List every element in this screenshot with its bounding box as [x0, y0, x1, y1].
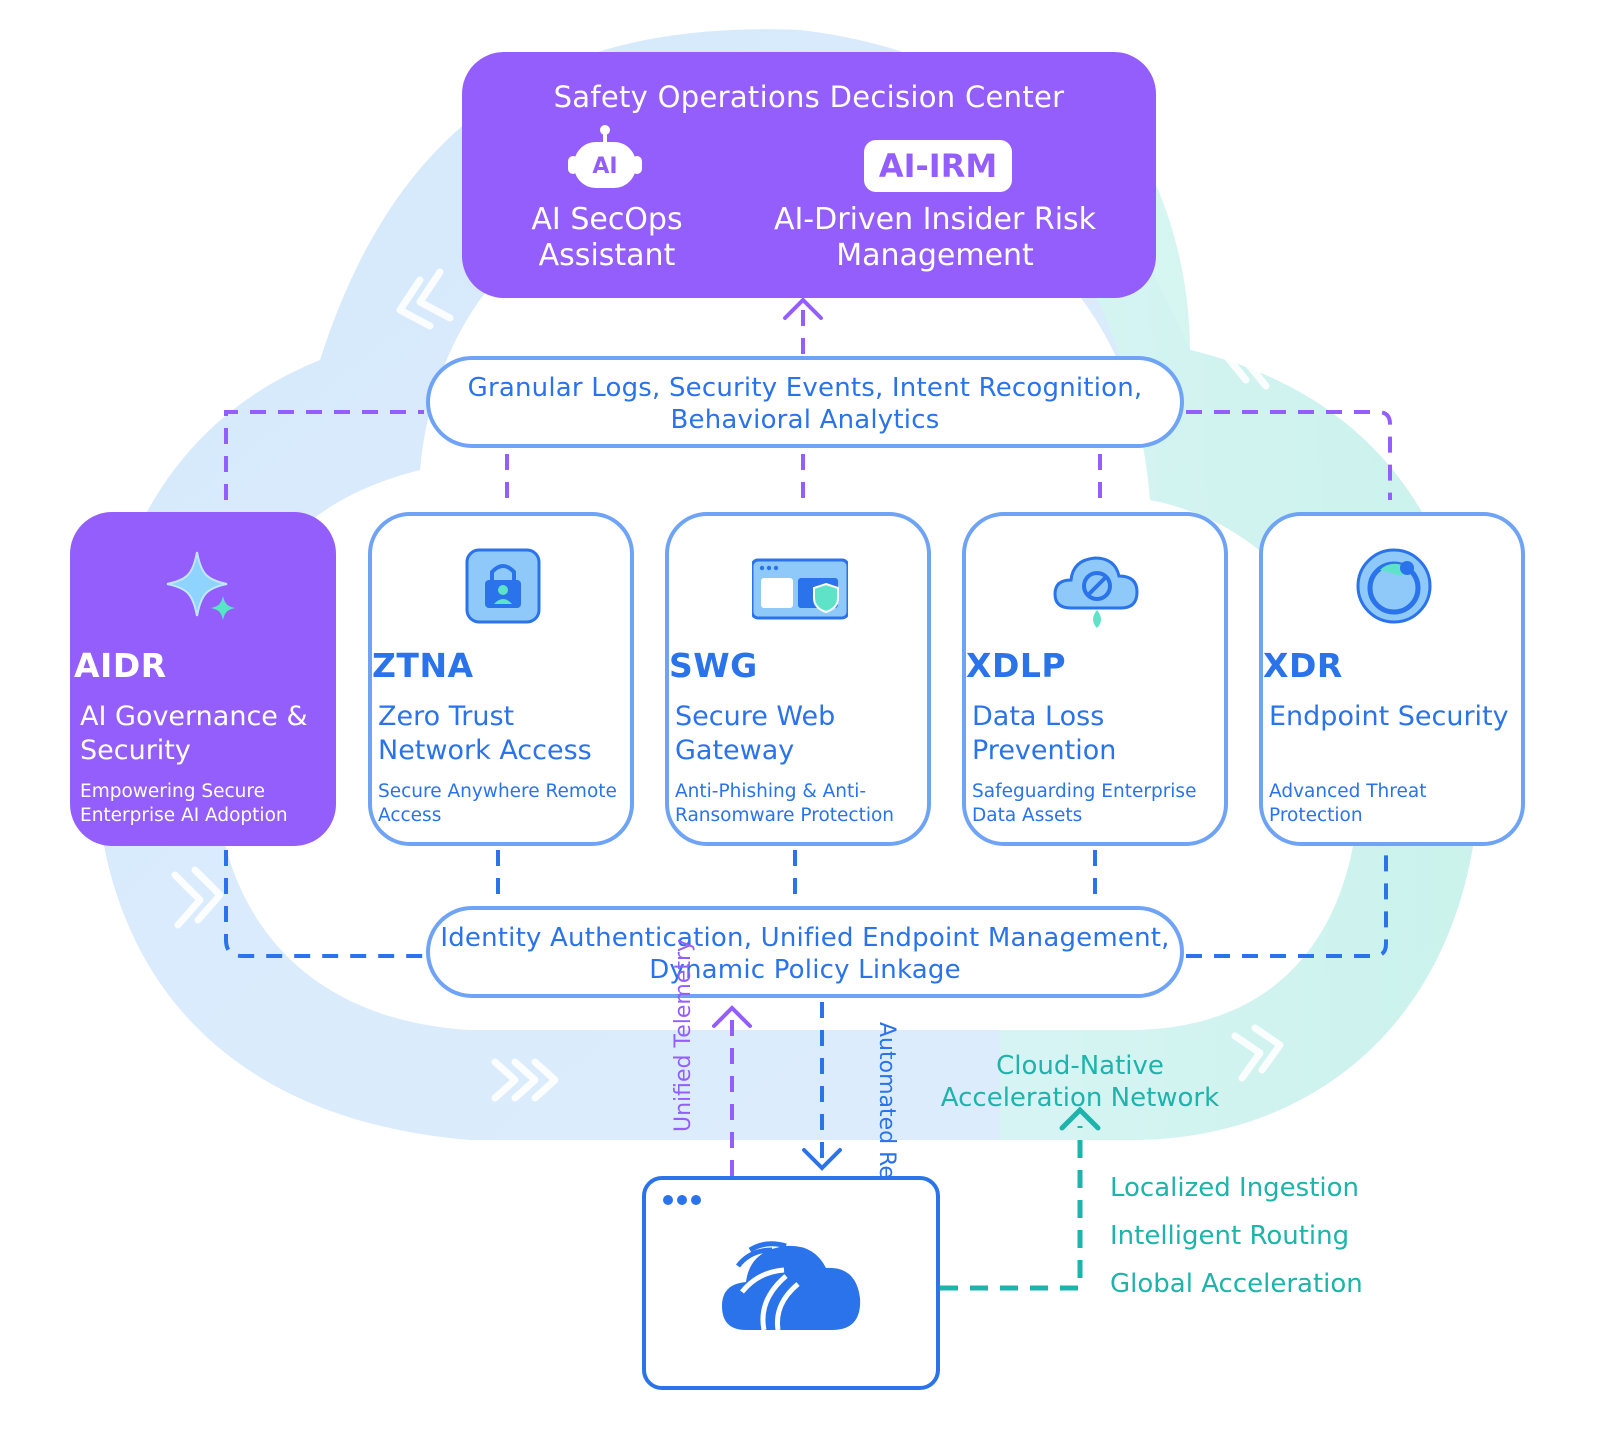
irm-label: AI-Driven Insider Risk Management	[773, 202, 1097, 273]
arrow-up-decision	[783, 297, 823, 320]
card-name: AI Governance & Security	[80, 701, 308, 766]
card-name: Secure Web Gateway	[675, 701, 836, 766]
assistant-label: AI SecOps Assistant	[531, 202, 683, 273]
card-abbr: AIDR	[74, 646, 167, 685]
card-abbr: XDLP	[966, 646, 1067, 685]
arrow-up-telemetry	[712, 1005, 752, 1028]
cloud-leak-icon	[1053, 556, 1139, 628]
card-ztna: ZTNA Zero Trust Network Access Secure An…	[368, 512, 634, 846]
card-name: Endpoint Security	[1269, 701, 1509, 732]
telemetry-data-pill: Granular Logs, Security Events, Intent R…	[426, 356, 1184, 448]
card-desc: Safeguarding Enterprise Data Assets	[972, 781, 1197, 826]
arrow-down-remediation	[802, 1148, 842, 1171]
cloud-logo-icon	[663, 1195, 861, 1331]
cdn-title: Cloud-Native Acceleration Network	[940, 1051, 1220, 1113]
card-aidr: AIDR AI Governance & Security Empowering…	[70, 512, 336, 846]
chevron-decor	[171, 268, 1284, 1102]
automated-remediation-label: Automated Remediation	[874, 1022, 899, 1290]
card-desc: Anti-Phishing & Anti-Ransomware Protecti…	[675, 781, 895, 826]
radar-icon	[1356, 548, 1432, 624]
irm-badge: AI-IRM	[864, 140, 1012, 192]
card-desc: Secure Anywhere Remote Access	[378, 781, 617, 826]
robot-icon-text: AI	[592, 154, 617, 179]
card-xdlp: XDLP Data Loss Prevention Safeguarding E…	[962, 512, 1228, 846]
cdn-feature: Global Acceleration	[1110, 1269, 1363, 1299]
card-abbr: SWG	[669, 646, 758, 685]
cdn-feature: Intelligent Routing	[1110, 1221, 1350, 1251]
teal-connector	[940, 1126, 1083, 1291]
card-swg: SWG Secure Web Gateway Anti-Phishing & A…	[665, 512, 931, 846]
policy-linkage-pill: Identity Authentication, Unified Endpoin…	[426, 906, 1184, 998]
robot-icon: AI	[568, 125, 642, 188]
card-name: Data Loss Prevention	[972, 701, 1117, 766]
unified-telemetry-label: Unified Telemetry	[671, 938, 696, 1132]
card-abbr: XDR	[1263, 646, 1343, 685]
purple-connectors	[224, 306, 1392, 1176]
card-abbr: ZTNA	[372, 646, 474, 685]
card-name: Zero Trust Network Access	[378, 701, 592, 766]
lock-icon	[465, 548, 541, 624]
cdn-feature: Localized Ingestion	[1110, 1173, 1360, 1203]
decision-center-panel: Safety Operations Decision Center AI AI-…	[462, 52, 1156, 298]
cloud-platform-window	[642, 1176, 940, 1390]
sparkle-icon	[166, 551, 235, 620]
card-desc: Empowering Secure Enterprise AI Adoption	[80, 781, 288, 826]
blue-connectors	[224, 850, 1388, 1160]
arrow-up-cdn	[1059, 1106, 1101, 1131]
card-desc: Advanced Threat Protection	[1269, 781, 1427, 826]
card-xdr: XDR Endpoint Security Advanced Threat Pr…	[1259, 512, 1525, 846]
browser-shield-icon	[752, 558, 848, 620]
decision-center-title: Safety Operations Decision Center	[553, 80, 1065, 114]
background-ring-teal	[1000, 70, 1480, 1140]
